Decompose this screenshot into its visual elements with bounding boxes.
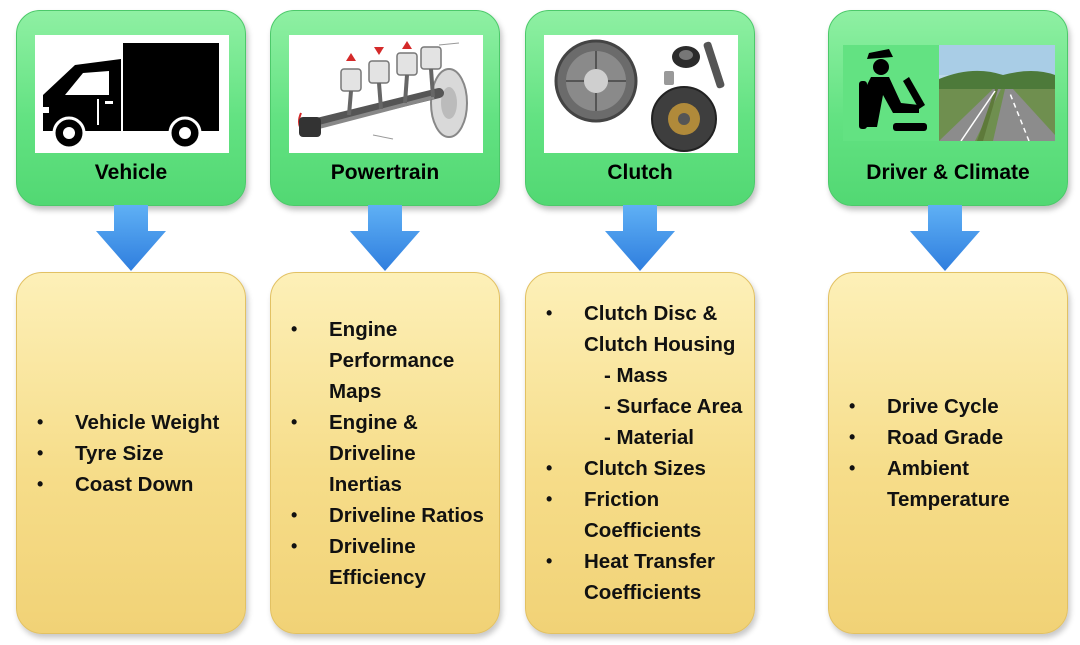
truck-icon <box>35 35 229 153</box>
sub-parameter-item: - Surface Area <box>604 395 743 418</box>
parameter-box-powertrain: • Engine Performance Maps • Engine & Drivel… <box>270 272 500 634</box>
category-title: Vehicle <box>94 161 168 184</box>
column-vehicle: Vehicle • Vehicle Weight • Tyre Size • Coast … <box>16 0 246 645</box>
parameter-text: Engine & Driveline Inertias <box>329 410 418 496</box>
sub-parameter-item: - Mass <box>604 364 668 387</box>
bullet-icon: • <box>291 318 298 339</box>
clutch-kit-icon <box>544 35 738 153</box>
column-driver-climate: Driver & Climate • Drive Cycle • Road Grade… <box>828 0 1068 645</box>
parameter-box-vehicle: • Vehicle Weight • Tyre Size • Coast Down <box>16 272 246 634</box>
parameter-item: • Road Grade <box>849 422 1061 453</box>
category-box-vehicle: Vehicle <box>16 10 246 206</box>
column-clutch: Clutch •Clutch Disc & Clutch Housing- Ma… <box>525 0 755 645</box>
category-title: Driver & Climate <box>866 161 1030 184</box>
parameter-box-clutch: • Clutch Disc & Clutch Housing - Mass - Sur… <box>525 272 755 634</box>
sub-parameter-item: - Material <box>604 426 694 449</box>
parameter-item: • Friction Coefficients <box>546 484 748 546</box>
category-box-driver-climate: Driver & Climate <box>828 10 1068 206</box>
category-title: Powertrain <box>330 161 440 184</box>
parameter-item: • Driveline Ratios <box>291 500 493 531</box>
sub-parameter-group: - Mass - Surface Area - Material <box>546 360 748 453</box>
bullet-icon: • <box>37 473 44 494</box>
parameter-text: Vehicle Weight <box>75 410 220 434</box>
bullet-icon: • <box>849 396 856 416</box>
parameter-item: • Driveline Efficiency <box>291 531 493 593</box>
parameter-item: • Ambient Temperature <box>849 453 1061 515</box>
category-title: Clutch <box>607 161 673 184</box>
parameter-item: • Tyre Size <box>37 438 239 469</box>
bullet-icon: • <box>546 489 553 509</box>
parameter-item: • Clutch Disc & Clutch Housing <box>546 298 748 360</box>
down-arrow-icon <box>350 205 420 271</box>
sub-parameter-list: - Mass - Surface Area - Material <box>584 360 748 453</box>
bullet-icon: • <box>37 411 44 432</box>
down-arrow-icon <box>605 205 675 271</box>
parameter-list: • Clutch Disc & Clutch Housing - Mass - Sur… <box>546 273 748 633</box>
bullet-icon: • <box>546 303 553 323</box>
parameter-item: • Engine & Driveline Inertias <box>291 407 493 500</box>
parameter-text: Driveline Ratios <box>329 503 484 527</box>
category-box-powertrain: Powertrain <box>270 10 500 206</box>
parameter-list: • Engine Performance Maps • Engine & Drivel… <box>291 273 493 633</box>
parameter-item: • Vehicle Weight <box>37 407 239 438</box>
bullet-icon: • <box>546 551 553 571</box>
parameter-text: Drive Cycle <box>887 395 999 418</box>
parameter-text: Engine Performance Maps <box>329 317 455 403</box>
parameter-text: Friction Coefficients <box>584 488 702 542</box>
parameter-item: • Drive Cycle <box>849 391 1061 422</box>
down-arrow-icon <box>96 205 166 271</box>
parameter-text: Coast Down <box>75 472 194 496</box>
column-powertrain: Powertrain • Engine Performance Maps • Engi… <box>270 0 500 645</box>
bullet-icon: • <box>37 442 44 463</box>
parameter-list: • Vehicle Weight • Tyre Size • Coast Down <box>37 273 239 633</box>
parameter-box-driver-climate: • Drive Cycle • Road Grade • Ambient Temperat… <box>828 272 1068 634</box>
bullet-icon: • <box>291 411 298 432</box>
parameter-item: • Engine Performance Maps <box>291 314 493 407</box>
bullet-spacer <box>546 360 584 453</box>
parameter-text: Heat Transfer Coefficients <box>584 550 716 604</box>
parameter-item: • Coast Down <box>37 469 239 500</box>
parameter-list: • Drive Cycle • Road Grade • Ambient Temperat… <box>849 273 1061 633</box>
parameter-text: Tyre Size <box>75 441 164 465</box>
engine-crankshaft-icon <box>289 35 483 153</box>
parameter-item: • Clutch Sizes <box>546 453 748 484</box>
parameter-text: Road Grade <box>887 426 1004 449</box>
driver-road-icon <box>843 45 1055 141</box>
parameter-item: • Heat Transfer Coefficients <box>546 546 748 608</box>
bullet-icon: • <box>546 458 553 478</box>
parameter-text: Ambient Temperature <box>887 457 1010 511</box>
parameter-text: Driveline Efficiency <box>329 534 426 589</box>
category-box-clutch: Clutch <box>525 10 755 206</box>
bullet-icon: • <box>849 458 856 478</box>
bullet-icon: • <box>849 427 856 447</box>
bullet-icon: • <box>291 504 298 525</box>
down-arrow-icon <box>910 205 980 271</box>
parameter-text: Clutch Sizes <box>584 457 706 480</box>
bullet-icon: • <box>291 535 298 556</box>
parameter-text: Clutch Disc & Clutch Housing <box>584 302 736 356</box>
